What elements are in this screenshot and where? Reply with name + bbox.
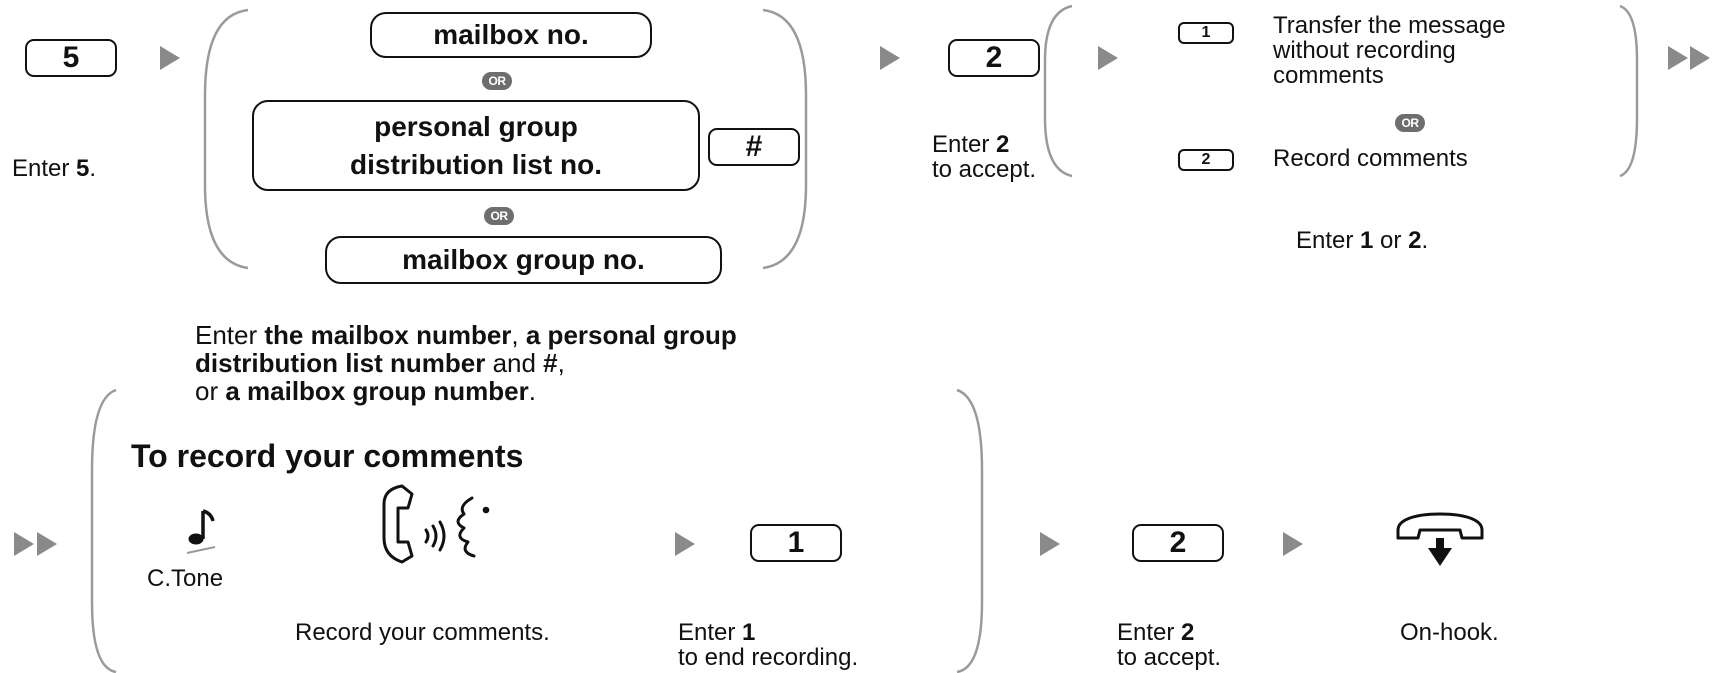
key-2-small: 2 [1178, 149, 1234, 171]
instruction-line2: distribution list number and #, [195, 349, 565, 378]
or-badge: OR [482, 72, 512, 90]
instruction-bold: a personal group [525, 320, 737, 350]
caption-text: Enter [932, 131, 997, 158]
right-bracket-options-b [1619, 4, 1639, 178]
option2-label: Record comments [1273, 145, 1468, 172]
mailbox-group-label: mailbox group no. [402, 244, 645, 275]
mailbox-number-label: mailbox no. [433, 19, 589, 50]
left-bracket-record [90, 388, 117, 673]
option1-line2: without recording [1273, 37, 1456, 64]
accept-caption-line2: to accept. [1117, 644, 1222, 671]
arrow-right-icon [160, 46, 180, 70]
caption-text: Enter [1117, 619, 1182, 646]
key-1-small: 1 [1178, 22, 1234, 44]
instruction-line1: Enter the mailbox number, a personal gro… [195, 321, 737, 350]
caption-text: or [1373, 227, 1409, 254]
arrow-right-icon [1040, 532, 1060, 556]
mailbox-number-option: mailbox no. [370, 12, 652, 58]
end-caption-line1: Enter 1 [678, 618, 755, 647]
step2-caption-line2: to accept. [932, 156, 1037, 183]
key-2-accept: 2 [1132, 524, 1224, 562]
hash-key: # [708, 128, 800, 166]
caption-text: Enter [12, 155, 77, 182]
option1-line1: Transfer the message [1273, 12, 1506, 39]
instruction-text: and [485, 348, 544, 378]
option1-line3: comments [1273, 62, 1384, 89]
tone-label: C.Tone [147, 565, 224, 592]
instruction-line3: or a mailbox group number. [195, 377, 536, 406]
right-bracket-record [956, 388, 984, 673]
caption-text: . [1421, 227, 1429, 254]
end-caption-line2: to end recording. [678, 644, 859, 671]
arrow-right-icon [1283, 532, 1303, 556]
arrow-right-icon [675, 532, 695, 556]
arrow-right-icon [880, 46, 900, 70]
caption-bold: 2 [996, 131, 1010, 158]
accept-caption-line1: Enter 2 [1117, 618, 1194, 647]
or-badge: OR [1395, 114, 1425, 132]
music-note-icon [186, 509, 216, 554]
caption-bold: 1 [742, 619, 756, 646]
personal-group-line1: personal group [374, 110, 578, 142]
key-5: 5 [25, 39, 117, 77]
instruction-bold: distribution list number [195, 348, 486, 378]
or-badge: OR [484, 207, 514, 225]
caption-text: Enter [678, 619, 743, 646]
step1-caption: Enter 5. [12, 154, 96, 183]
instruction-text: . [528, 376, 536, 406]
caption-bold: 5 [76, 155, 90, 182]
onhook-caption: On-hook. [1400, 619, 1499, 646]
left-bracket-options-a [203, 8, 249, 270]
left-bracket-options-b [1043, 4, 1073, 178]
arrow-right-icon [1098, 46, 1118, 70]
caption-bold: 1 [1360, 227, 1374, 254]
double-arrow-icon [1668, 46, 1710, 70]
onhook-icon [1396, 512, 1484, 566]
personal-group-line2: distribution list no. [350, 148, 602, 180]
caption-text: . [89, 155, 97, 182]
right-bracket-options-a [762, 8, 808, 270]
personal-group-option: personal group distribution list no. [252, 100, 700, 191]
mailbox-group-option: mailbox group no. [325, 236, 722, 284]
instruction-text: , [557, 348, 565, 378]
key-2: 2 [948, 39, 1040, 77]
options-b-caption: Enter 1 or 2. [1296, 226, 1428, 255]
instruction-bold: # [543, 348, 558, 378]
caption-bold: 2 [1408, 227, 1422, 254]
instruction-text: , [511, 320, 526, 350]
instruction-bold: a mailbox group number [225, 376, 529, 406]
caption-text: Enter [1296, 227, 1361, 254]
step2-caption-line1: Enter 2 [932, 130, 1009, 159]
key-1: 1 [750, 524, 842, 562]
speak-caption: Record your comments. [295, 619, 550, 646]
record-section-title: To record your comments [131, 438, 524, 474]
double-arrow-icon [14, 532, 57, 556]
handset-speaking-icon [382, 484, 490, 564]
instruction-text: Enter [195, 320, 265, 350]
caption-bold: 2 [1181, 619, 1195, 646]
instruction-bold: the mailbox number [264, 320, 512, 350]
instruction-text: or [195, 376, 226, 406]
